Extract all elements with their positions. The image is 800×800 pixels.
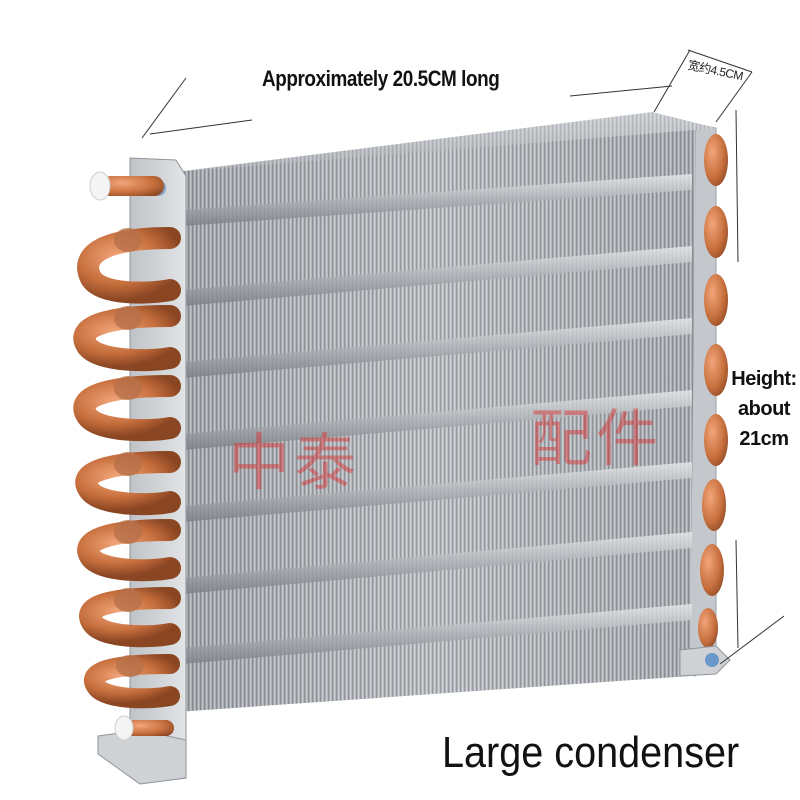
height-label-line: Height: bbox=[731, 368, 797, 390]
right-copper-bends bbox=[698, 134, 728, 648]
inlet-pipe bbox=[89, 171, 164, 201]
right-mounting-foot bbox=[679, 645, 731, 677]
product-caption: Large condenser bbox=[442, 728, 740, 777]
height-dimension-label: Height: about 21cm bbox=[728, 364, 800, 454]
watermark-left: 中泰 bbox=[228, 426, 361, 499]
dimension-lines bbox=[141, 49, 785, 665]
left-copper-bends bbox=[73, 227, 181, 709]
outlet-pipe bbox=[114, 715, 174, 741]
height-label-line: about bbox=[738, 398, 790, 420]
height-label-line: 21cm bbox=[739, 428, 789, 450]
horizontal-tubes bbox=[182, 174, 692, 664]
length-dimension-label: Approximately 20.5CM long bbox=[262, 66, 500, 91]
watermark-right: 配件 bbox=[530, 402, 663, 475]
label-sticker bbox=[705, 653, 719, 667]
left-mounting-foot bbox=[97, 729, 187, 785]
